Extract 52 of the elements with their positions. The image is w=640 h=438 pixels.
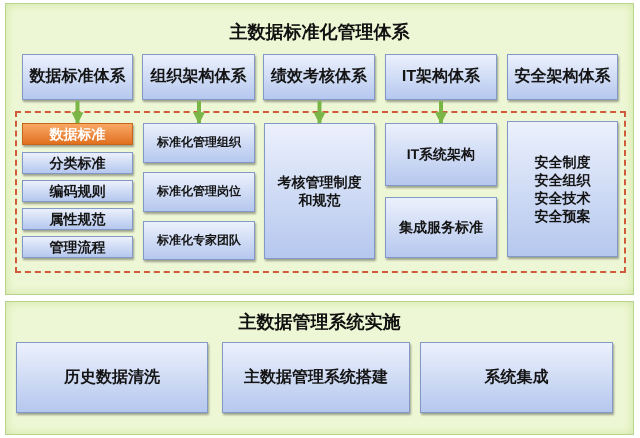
item-box	[264, 123, 375, 259]
box-label: 安全架构体系	[514, 66, 612, 87]
box-label: 属性规范	[48, 210, 106, 228]
box-label: 集成服务标准	[398, 218, 484, 237]
arrow	[72, 101, 84, 124]
box-label: 绩效考核体系	[270, 66, 368, 87]
box-label: 安全组织	[534, 170, 592, 189]
box-label: 数据标准体系	[28, 66, 126, 87]
box-label: 标准化专家团队	[156, 232, 242, 248]
box-label: IT系统架构	[406, 145, 476, 164]
category-box	[142, 54, 255, 100]
item-box	[507, 121, 618, 257]
category-box	[263, 54, 375, 100]
dashed-region	[15, 111, 626, 273]
category-box	[16, 342, 208, 413]
item-box	[143, 221, 255, 260]
category-box	[22, 54, 133, 100]
section-panel	[5, 3, 634, 295]
box-label: 安全技术	[534, 189, 592, 208]
panel-heading: 主数据标准化管理体系	[230, 21, 410, 44]
category-box	[222, 342, 410, 413]
item-box	[143, 123, 255, 163]
box-label: 数据标准	[48, 124, 106, 144]
item-box	[385, 123, 497, 186]
box-label: 历史数据清洗	[62, 368, 161, 388]
category-box	[420, 342, 613, 413]
box-label: 考核管理制度和规范	[276, 172, 362, 210]
item-box	[22, 236, 133, 258]
section-panel	[5, 301, 634, 435]
box-label: 编码规则	[48, 182, 106, 200]
box-label: 安全制度	[534, 152, 592, 171]
box-label: 主数据管理系统搭建	[243, 367, 389, 388]
arrow	[435, 101, 447, 124]
box-label: 组织架构体系	[149, 66, 248, 87]
category-box	[385, 54, 497, 100]
item-box	[385, 197, 497, 258]
item-box	[22, 208, 133, 230]
box-label: 安全预案	[534, 207, 592, 226]
box-label: 系统集成	[484, 367, 550, 388]
item-box	[143, 172, 255, 212]
box-label: 管理流程	[48, 238, 106, 256]
category-box	[507, 54, 618, 100]
highlighted-item-box	[22, 123, 133, 145]
box-label: 分类标准	[48, 154, 106, 172]
box-label: 标准化管理组织	[156, 135, 242, 151]
arrow	[193, 101, 205, 124]
box-label: IT架构体系	[400, 66, 482, 87]
panel-heading: 主数据管理系统实施	[238, 311, 400, 334]
box-label: 标准化管理岗位	[156, 184, 242, 200]
arrow	[314, 101, 326, 124]
item-box	[22, 152, 133, 174]
item-box	[22, 180, 133, 202]
